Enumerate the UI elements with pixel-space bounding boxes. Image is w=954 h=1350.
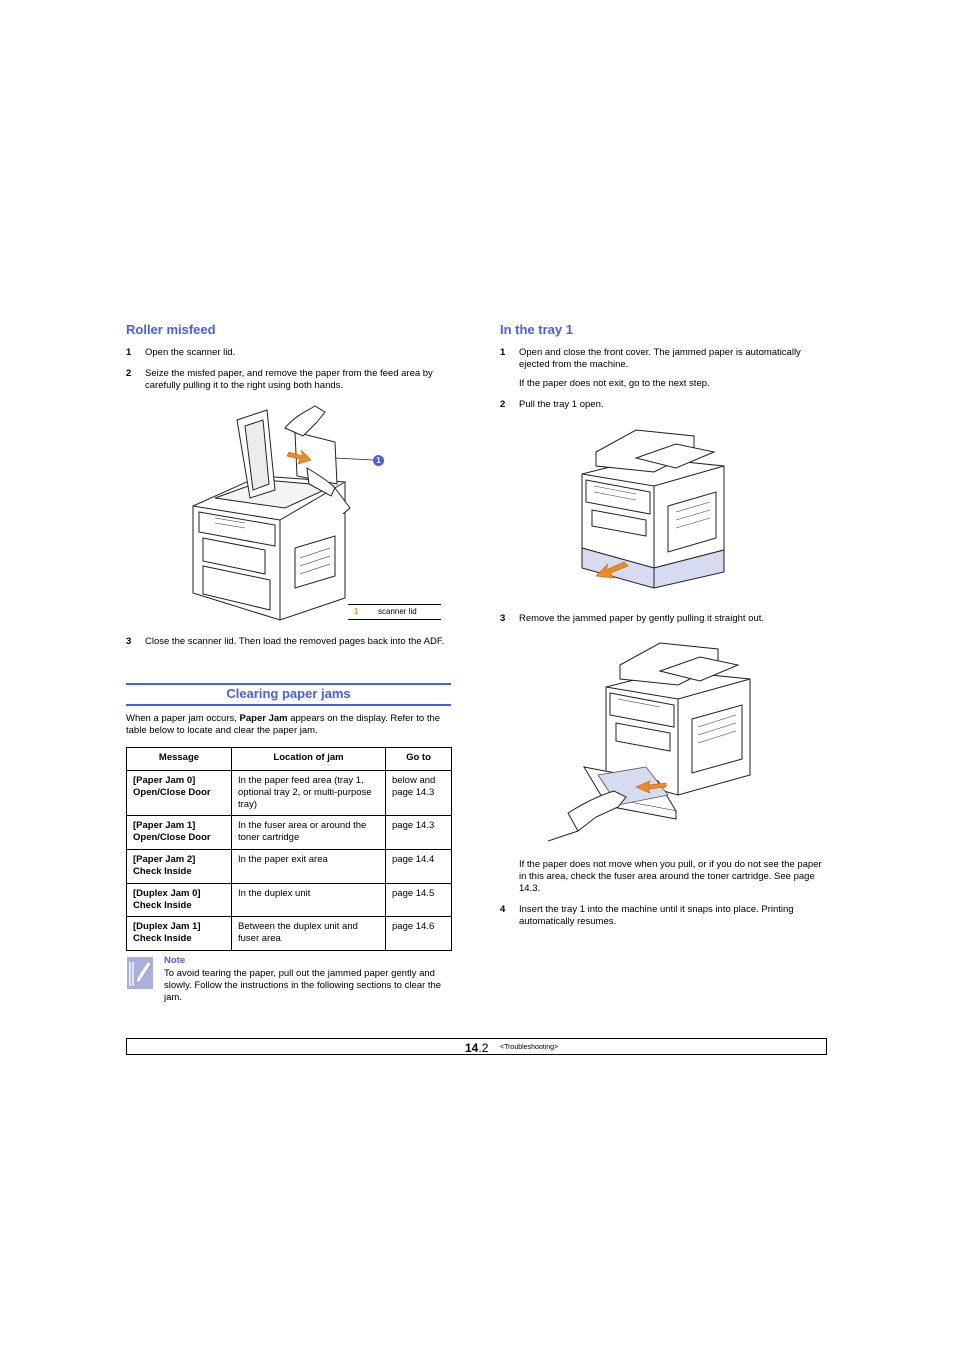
step-text: Insert the tray 1 into the machine until…: [519, 904, 794, 927]
roller-misfeed-heading: Roller misfeed: [126, 322, 216, 337]
column-header-location: Location of jam: [231, 747, 386, 771]
column-header-goto: Go to: [385, 747, 452, 771]
cell-goto: page 14.4: [385, 849, 452, 884]
cell-message: [Paper Jam 1] Open/Close Door: [126, 815, 232, 850]
page-number-minor: .2: [478, 1041, 489, 1055]
step-text: Open the scanner lid.: [145, 347, 236, 358]
scanner-lid-figure: [185, 398, 450, 623]
cell-goto: page 14.3: [385, 815, 452, 850]
intro-prefix: When a paper jam occurs,: [126, 713, 240, 724]
table-row: [Duplex Jam 1] Check Inside Between the …: [126, 916, 452, 951]
section-rule-bottom: [126, 704, 451, 706]
cell-location: Between the duplex unit and fuser area: [231, 916, 386, 951]
section-rule-top: [126, 683, 451, 685]
step-text: Close the scanner lid. Then load the rem…: [145, 636, 445, 647]
step-number: 2: [126, 368, 132, 379]
table-row: [Paper Jam 2] Check Inside In the paper …: [126, 849, 452, 884]
cell-goto: page 14.5: [385, 883, 452, 917]
note-pencil-icon: [127, 957, 153, 989]
step-text: Pull the tray 1 open.: [519, 399, 604, 410]
tray-step-1-note: If the paper does not exit, go to the ne…: [519, 378, 710, 389]
step-number: 2: [500, 399, 506, 410]
cell-message: [Duplex Jam 0] Check Inside: [126, 883, 232, 917]
tray-step-3-note: If the paper does not move when you pull…: [519, 859, 822, 894]
callout-number-badge: 1: [373, 455, 384, 466]
cell-location: In the duplex unit: [231, 883, 386, 917]
in-the-tray-1-heading: In the tray 1: [500, 322, 573, 337]
step-text: Remove the jammed paper by gently pullin…: [519, 613, 765, 624]
note-text: To avoid tearing the paper, pull out the…: [164, 968, 442, 1003]
note-title: Note: [164, 955, 186, 966]
step-number: 1: [126, 347, 132, 358]
legend-label: scanner lid: [378, 607, 417, 616]
step-number: 4: [500, 904, 506, 915]
page-number: 14.2: [465, 1039, 488, 1057]
step-number: 1: [500, 347, 506, 358]
page-footer: 14.2 <Troubleshooting>: [126, 1038, 827, 1055]
step-number: 3: [500, 613, 506, 624]
step-number: 3: [126, 636, 132, 647]
cell-goto: below and page 14.3: [385, 770, 452, 816]
footer-section-label: <Troubleshooting>: [500, 1044, 559, 1051]
clearing-intro: When a paper jam occurs, Paper Jam appea…: [126, 713, 451, 737]
paper-jam-table: Message Location of jam Go to [Paper Jam…: [126, 747, 452, 951]
cell-goto: page 14.6: [385, 916, 452, 951]
tray-open-figure: [576, 422, 730, 592]
cell-location: In the paper feed area (tray 1, optional…: [231, 770, 386, 816]
cell-message: [Paper Jam 2] Check Inside: [126, 849, 232, 884]
table-row: [Paper Jam 1] Open/Close Door In the fus…: [126, 815, 452, 850]
intro-suffix: appears on the display. Refer to the tab…: [126, 713, 441, 736]
table-row: [Duplex Jam 0] Check Inside In the duple…: [126, 883, 452, 917]
page-number-major: 14: [465, 1041, 479, 1055]
legend-number: 1: [354, 607, 359, 616]
intro-bold: Paper Jam: [239, 713, 288, 724]
legend-top-rule: [348, 604, 441, 605]
cell-location: In the paper exit area: [231, 849, 386, 884]
column-header-message: Message: [126, 747, 232, 771]
remove-jammed-paper-figure: [547, 635, 756, 845]
step-text: Seize the misfed paper, and remove the p…: [145, 368, 433, 391]
legend-bottom-rule: [348, 619, 441, 620]
cell-message: [Paper Jam 0] Open/Close Door: [126, 770, 232, 816]
step-text: Open and close the front cover. The jamm…: [519, 347, 801, 370]
cell-location: In the fuser area or around the toner ca…: [231, 815, 386, 850]
table-header-row: Message Location of jam Go to: [126, 747, 452, 771]
cell-message: [Duplex Jam 1] Check Inside: [126, 916, 232, 951]
clearing-paper-jams-heading: Clearing paper jams: [226, 686, 351, 701]
table-row: [Paper Jam 0] Open/Close Door In the pap…: [126, 770, 452, 816]
